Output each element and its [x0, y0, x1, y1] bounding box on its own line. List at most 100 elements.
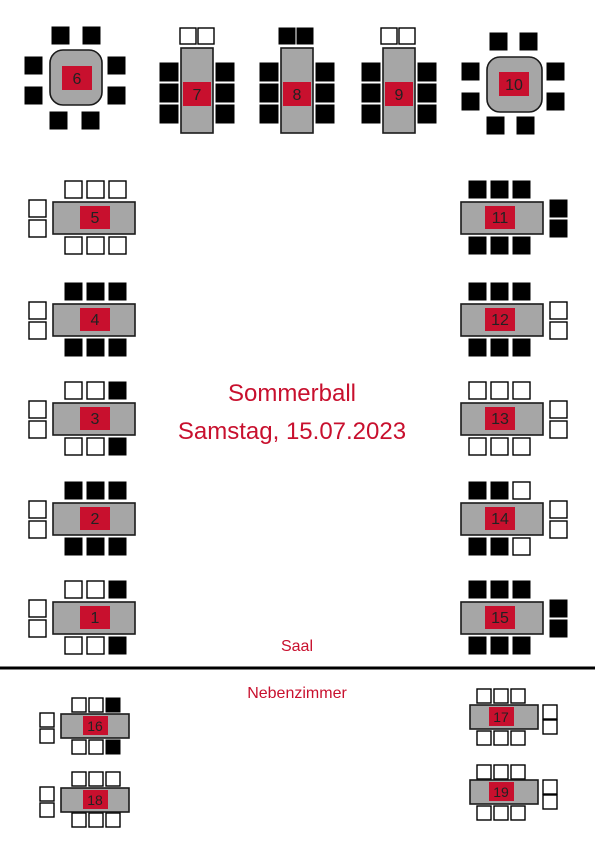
seat[interactable] [108, 381, 127, 400]
seat[interactable] [461, 92, 480, 111]
seat[interactable] [39, 712, 55, 728]
seat[interactable] [49, 111, 68, 130]
seat[interactable] [510, 688, 526, 704]
seat[interactable] [549, 219, 568, 238]
table-7[interactable]: 7 [159, 27, 235, 134]
table-16[interactable]: 16 [39, 697, 130, 755]
seat[interactable] [493, 688, 509, 704]
seat[interactable] [64, 636, 83, 655]
seat[interactable] [39, 728, 55, 744]
seat[interactable] [315, 83, 335, 103]
seat[interactable] [489, 32, 508, 51]
seat[interactable] [86, 381, 105, 400]
seat[interactable] [490, 481, 509, 500]
seat[interactable] [278, 27, 296, 45]
seat[interactable] [179, 27, 197, 45]
seat[interactable] [476, 730, 492, 746]
seat[interactable] [28, 301, 47, 320]
seat[interactable] [490, 236, 509, 255]
seat[interactable] [159, 62, 179, 82]
seat[interactable] [490, 636, 509, 655]
seat[interactable] [28, 321, 47, 340]
seat[interactable] [361, 62, 381, 82]
table-19[interactable]: 19 [469, 764, 558, 821]
seat[interactable] [510, 764, 526, 780]
seat[interactable] [490, 437, 509, 456]
seat[interactable] [546, 62, 565, 81]
seat[interactable] [468, 636, 487, 655]
seat[interactable] [549, 599, 568, 618]
seat[interactable] [461, 62, 480, 81]
seat[interactable] [86, 180, 105, 199]
seat[interactable] [493, 764, 509, 780]
seat[interactable] [512, 636, 531, 655]
seat[interactable] [28, 599, 47, 618]
seat[interactable] [490, 282, 509, 301]
seat[interactable] [71, 812, 87, 828]
seat[interactable] [510, 730, 526, 746]
seat[interactable] [549, 500, 568, 519]
seat[interactable] [361, 104, 381, 124]
seat[interactable] [28, 619, 47, 638]
seat[interactable] [64, 537, 83, 556]
seat[interactable] [486, 116, 505, 135]
seat[interactable] [88, 739, 104, 755]
seat[interactable] [71, 697, 87, 713]
table-11[interactable]: 11 [460, 180, 568, 255]
seat[interactable] [468, 381, 487, 400]
table-8[interactable]: 8 [259, 27, 335, 134]
seat[interactable] [542, 794, 558, 810]
seat[interactable] [81, 111, 100, 130]
seat[interactable] [542, 704, 558, 720]
seat[interactable] [490, 338, 509, 357]
seat[interactable] [490, 381, 509, 400]
seat[interactable] [64, 580, 83, 599]
seat[interactable] [468, 481, 487, 500]
seat[interactable] [64, 338, 83, 357]
seat[interactable] [86, 481, 105, 500]
seat[interactable] [159, 104, 179, 124]
seat[interactable] [476, 688, 492, 704]
seat[interactable] [24, 56, 43, 75]
seat[interactable] [549, 301, 568, 320]
seat[interactable] [512, 437, 531, 456]
seat[interactable] [542, 779, 558, 795]
seat[interactable] [108, 481, 127, 500]
seat[interactable] [86, 580, 105, 599]
seat[interactable] [468, 338, 487, 357]
seat[interactable] [215, 62, 235, 82]
seat[interactable] [259, 104, 279, 124]
seat[interactable] [39, 786, 55, 802]
table-4[interactable]: 4 [28, 282, 136, 357]
table-5[interactable]: 5 [28, 180, 136, 255]
seat[interactable] [296, 27, 314, 45]
seat[interactable] [361, 83, 381, 103]
seat[interactable] [86, 338, 105, 357]
seat[interactable] [512, 580, 531, 599]
seat[interactable] [493, 730, 509, 746]
seat[interactable] [516, 116, 535, 135]
seat[interactable] [86, 537, 105, 556]
seat[interactable] [512, 381, 531, 400]
table-2[interactable]: 2 [28, 481, 136, 556]
seat[interactable] [490, 180, 509, 199]
seat[interactable] [64, 381, 83, 400]
seat[interactable] [86, 437, 105, 456]
seat[interactable] [417, 104, 437, 124]
seat[interactable] [108, 338, 127, 357]
seat[interactable] [549, 199, 568, 218]
seat[interactable] [259, 83, 279, 103]
seat[interactable] [315, 62, 335, 82]
seat[interactable] [64, 437, 83, 456]
seat[interactable] [39, 802, 55, 818]
seat[interactable] [88, 697, 104, 713]
seat[interactable] [28, 420, 47, 439]
seat[interactable] [88, 771, 104, 787]
seat[interactable] [105, 771, 121, 787]
seat[interactable] [108, 437, 127, 456]
seat[interactable] [468, 282, 487, 301]
table-6[interactable]: 6 [24, 26, 126, 130]
seat[interactable] [28, 400, 47, 419]
seat[interactable] [512, 481, 531, 500]
seat[interactable] [159, 83, 179, 103]
